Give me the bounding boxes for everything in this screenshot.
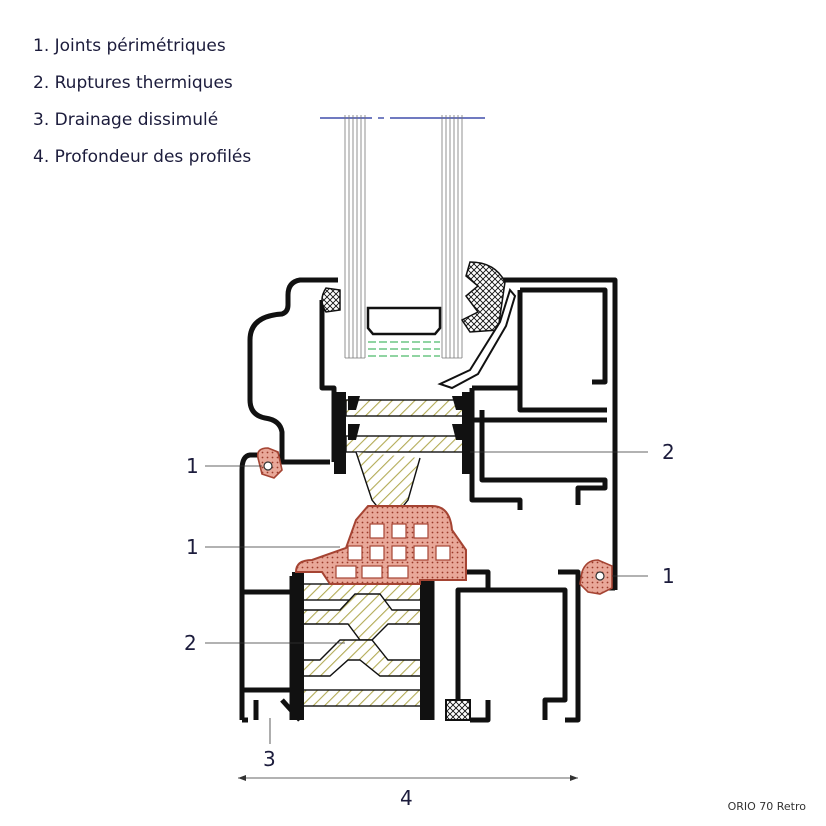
svg-text:2: 2 bbox=[662, 440, 675, 464]
callout-drainage: 3 bbox=[263, 718, 276, 771]
svg-text:1: 1 bbox=[186, 535, 199, 559]
svg-text:2: 2 bbox=[184, 631, 197, 655]
frame-thermal-break bbox=[292, 572, 433, 720]
interior-glazing-gasket bbox=[460, 261, 506, 333]
svg-text:4: 4 bbox=[400, 786, 413, 810]
exterior-glazing-gasket bbox=[321, 287, 341, 313]
callout-thermal-break-top: 2 bbox=[470, 440, 675, 464]
callout-thermal-break-bottom: 2 bbox=[184, 631, 345, 655]
frame-profile-inner bbox=[420, 569, 615, 723]
drainage-chamber bbox=[445, 699, 471, 721]
callout-profile-depth: 4 bbox=[238, 775, 578, 810]
glazing-spacer bbox=[366, 306, 442, 357]
glass-pane-inner bbox=[441, 115, 463, 359]
glass-pane-outer bbox=[344, 115, 366, 359]
svg-text:1: 1 bbox=[186, 454, 199, 478]
legend-item-drainage: 3. Drainage dissimulé bbox=[33, 110, 219, 130]
legend-item-profile-depth: 4. Profondeur des profilés bbox=[33, 147, 252, 167]
frame-profile-outer bbox=[239, 452, 302, 723]
svg-text:3: 3 bbox=[263, 747, 276, 771]
callout-seal-right: 1 bbox=[612, 564, 675, 588]
legend-list: 1. Joints périmétriques 2. Ruptures ther… bbox=[33, 28, 251, 176]
product-caption: ORIO 70 Retro bbox=[727, 800, 806, 813]
svg-text:1: 1 bbox=[662, 564, 675, 588]
callout-seal-top: 1 bbox=[186, 454, 262, 478]
sash-thermal-break bbox=[334, 392, 474, 511]
glazing-bead-clip bbox=[437, 287, 517, 390]
legend-item-thermal-breaks: 2. Ruptures thermiques bbox=[33, 73, 233, 93]
legend-item-seals: 1. Joints périmétriques bbox=[33, 36, 226, 56]
callout-seal-middle: 1 bbox=[186, 535, 340, 559]
central-gasket-cells bbox=[335, 523, 451, 579]
sash-profile-inner bbox=[469, 277, 618, 590]
